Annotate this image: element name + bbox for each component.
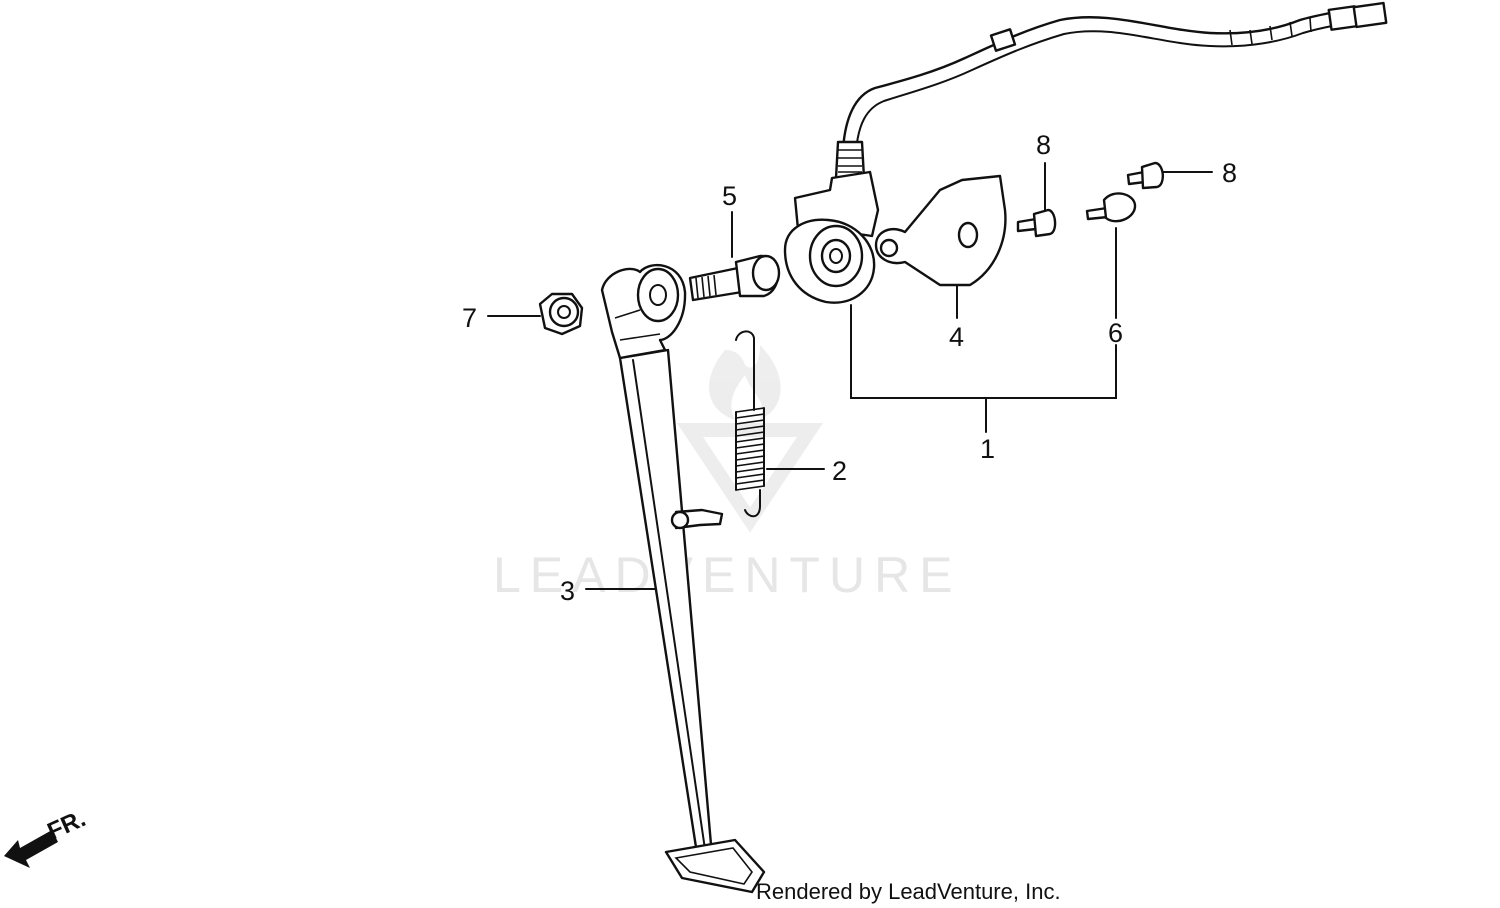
nut-7 [538, 292, 584, 336]
screw-6 [1085, 192, 1137, 223]
switch-wire-harness [841, 1, 1388, 153]
leader-lines [487, 162, 1213, 590]
callout-4: 4 [949, 322, 964, 352]
side-stand-switch [783, 140, 880, 304]
callout-8-right: 8 [1222, 158, 1237, 188]
callout-8-left: 8 [1036, 130, 1051, 160]
watermark-logo [676, 345, 824, 533]
side-stand-3 [600, 263, 766, 894]
return-spring-2 [735, 330, 765, 518]
pivot-bolt-5 [688, 254, 781, 302]
switch-cover [874, 174, 1007, 287]
callout-1: 1 [980, 434, 995, 464]
render-credit: Rendered by LeadVenture, Inc. [756, 879, 1061, 904]
callout-6: 6 [1108, 318, 1123, 348]
front-direction-arrow-icon [4, 830, 58, 868]
callout-2: 2 [832, 456, 847, 486]
bolt-8-right [1126, 161, 1164, 190]
callout-7: 7 [462, 303, 477, 333]
callout-3: 3 [560, 576, 575, 606]
watermark-text: LEADVENTURE [493, 547, 962, 603]
bolt-8-left [1016, 208, 1057, 238]
callout-5: 5 [722, 181, 737, 211]
